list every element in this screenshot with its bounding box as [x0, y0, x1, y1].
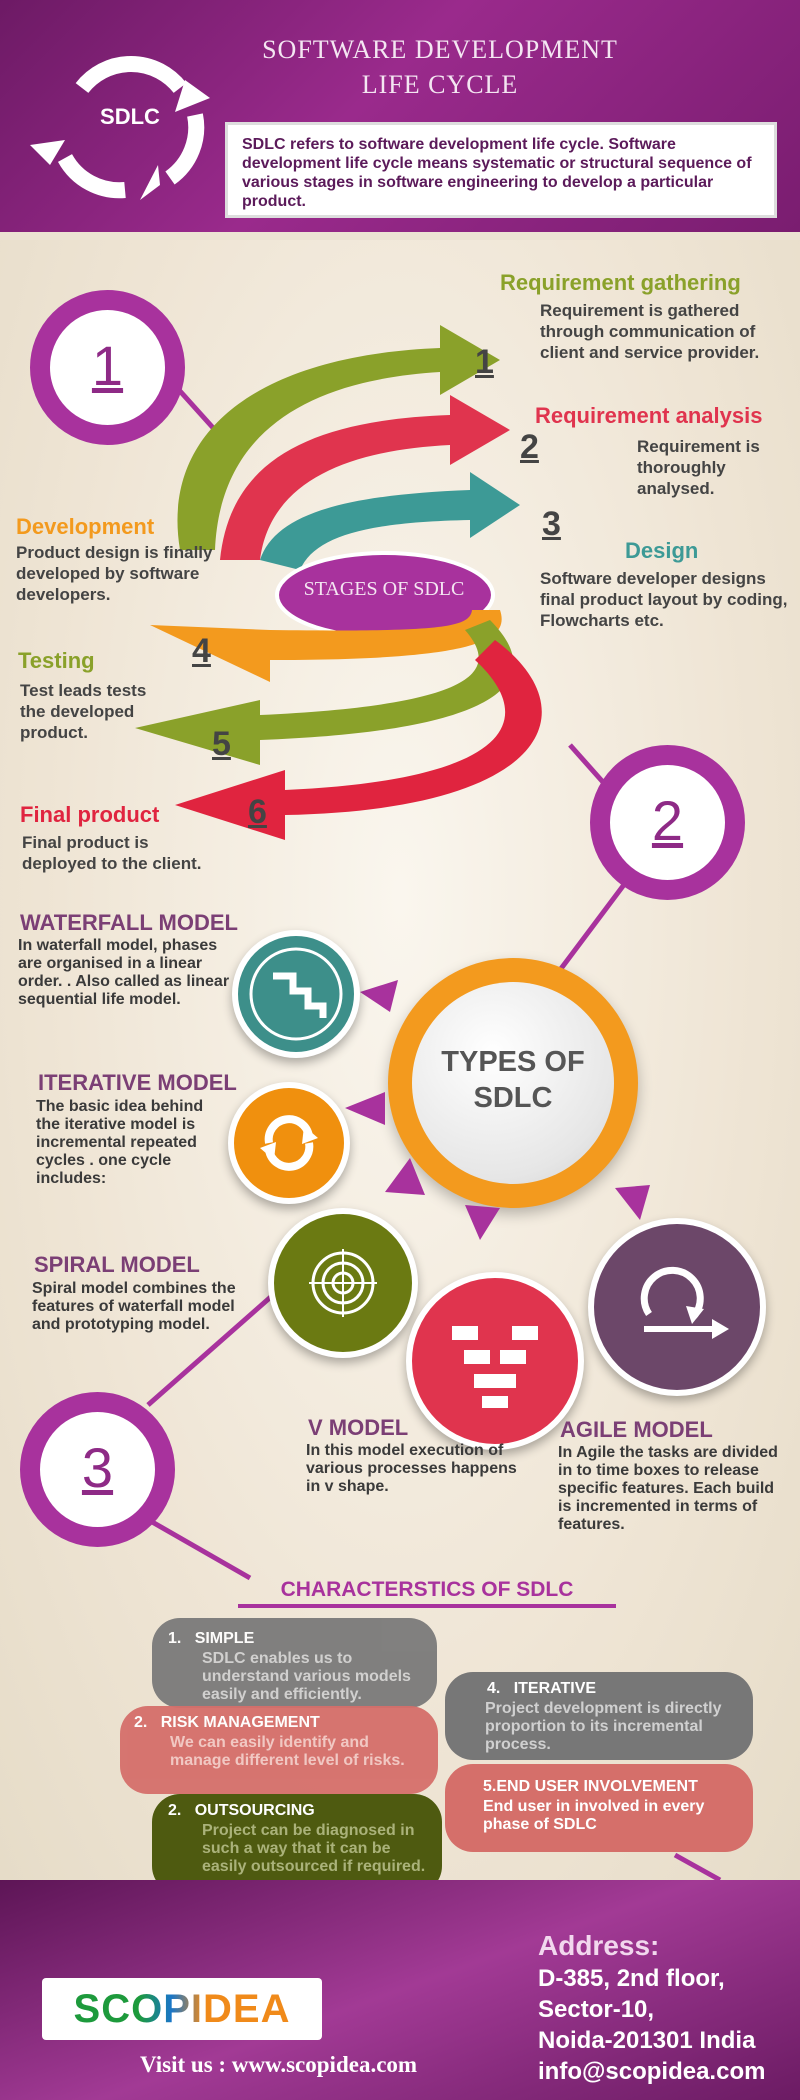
stage-title-requirement-gathering: Requirement gathering: [500, 270, 741, 295]
model-title-waterfall: WATERFALL MODEL: [20, 910, 238, 935]
types-center-line-1: TYPES OF: [441, 1046, 585, 1078]
characteristic-desc: SDLC enables us to understand various mo…: [202, 1650, 411, 1703]
iterative-model-badge: [228, 1082, 350, 1204]
address-line-2: Sector-10,: [538, 1996, 655, 2023]
characteristic-desc: We can easily identify and manage differ…: [170, 1734, 405, 1769]
characteristics-heading: CHARACTERSTICS OF SDLC: [238, 1578, 616, 1608]
stage-title-development: Development: [16, 514, 155, 539]
characteristic-end-user-involvement: 5.END USER INVOLVEMENT End user in invol…: [445, 1764, 753, 1852]
flowchart-icon: [452, 1326, 538, 1408]
page-title: SOFTWARE DEVELOPMENT LIFE CYCLE: [230, 32, 650, 102]
arrow-number-1: 1: [475, 343, 494, 381]
arrow-number-2: 2: [520, 428, 539, 466]
characteristic-title: SIMPLE: [194, 1630, 255, 1647]
v-model-badge: [406, 1272, 584, 1450]
model-desc-spiral: Spiral model combines the features of wa…: [32, 1280, 236, 1333]
title-line-1: SOFTWARE DEVELOPMENT: [262, 35, 618, 64]
address-line-1: D-385, 2nd floor,: [538, 1965, 725, 1992]
types-center-disc: TYPES OF SDLC: [412, 982, 614, 1184]
arrow-number-3: 3: [542, 505, 561, 543]
characteristic-simple: 1. SIMPLE SDLC enables us to understand …: [152, 1618, 437, 1708]
stage-title-design: Design: [625, 538, 699, 563]
arrow-number-5: 5: [212, 725, 231, 763]
address-label: Address:: [538, 1930, 660, 1961]
loop-arrow-icon: [640, 1266, 729, 1339]
characteristic-desc: Project can be diagnosed in such a way t…: [202, 1822, 426, 1875]
stages-arrows-graphic: [135, 325, 542, 840]
characteristic-desc: End user in involved in every phase of S…: [483, 1798, 705, 1833]
arrow-number-4: 4: [192, 632, 211, 670]
model-desc-waterfall: In waterfall model, phases are organised…: [18, 937, 230, 1008]
stage-desc-testing: Test leads tests the developed product.: [20, 681, 147, 742]
model-title-spiral: SPIRAL MODEL: [34, 1252, 200, 1277]
stage-desc-design: Software developer designs final product…: [540, 569, 788, 630]
visit-link[interactable]: Visit us : www.scopidea.com: [140, 2052, 418, 2077]
spiral-icon: [309, 1249, 377, 1317]
characteristic-title: OUTSOURCING: [194, 1802, 315, 1819]
characteristic-title: 5.END USER INVOLVEMENT: [483, 1778, 698, 1795]
stairs-icon: [249, 947, 343, 1041]
model-desc-iterative: The basic idea behind the iterative mode…: [36, 1098, 204, 1187]
characteristic-desc: Project development is directly proporti…: [485, 1700, 722, 1753]
email-link[interactable]: info@scopidea.com: [538, 2058, 766, 2085]
characteristic-outsourcing: 2. OUTSOURCING Project can be diagnosed …: [152, 1794, 442, 1894]
sdlc-cycle-logo-icon: [30, 55, 210, 200]
pointer-triangles: [345, 980, 650, 1240]
agile-model-badge: [588, 1218, 766, 1396]
logo-label: SDLC: [100, 104, 160, 129]
title-line-2: LIFE CYCLE: [361, 70, 519, 99]
stage-desc-development: Product design is finally developed by s…: [16, 543, 213, 604]
stage-title-requirement-analysis: Requirement analysis: [535, 403, 763, 428]
model-desc-v: In this model execution of various proce…: [306, 1442, 517, 1495]
model-title-iterative: ITERATIVE MODEL: [38, 1070, 237, 1095]
model-title-agile: AGILE MODEL: [560, 1417, 713, 1442]
stage-title-final-product: Final product: [20, 802, 160, 827]
waterfall-model-badge: [232, 930, 360, 1058]
stage-desc-requirement-analysis: Requirement is thoroughly analysed.: [637, 437, 760, 498]
stage-desc-final-product: Final product is deployed to the client.: [22, 833, 202, 873]
characteristic-number: 2.: [168, 1802, 182, 1819]
address-line-3: Noida-201301 India: [538, 2027, 756, 2054]
characteristic-number: 2.: [134, 1714, 148, 1731]
model-title-v: V MODEL: [308, 1415, 409, 1440]
model-desc-agile: In Agile the tasks are divided in to tim…: [558, 1444, 778, 1533]
types-center-line-2: SDLC: [473, 1082, 553, 1114]
intro-text: SDLC refers to software development life…: [225, 122, 777, 218]
characteristic-risk-management: 2. RISK MANAGEMENT We can easily identif…: [120, 1706, 438, 1794]
stage-desc-requirement-gathering: Requirement is gathered through communic…: [540, 301, 760, 362]
stages-center-label: STAGES OF SDLC: [303, 578, 465, 600]
characteristic-number: 4.: [487, 1680, 501, 1697]
characteristic-iterative: 4. ITERATIVE Project development is dire…: [445, 1672, 753, 1760]
section-number-2: 2: [590, 745, 745, 900]
arrow-number-6: 6: [248, 793, 267, 831]
characteristic-number: 1.: [168, 1630, 182, 1647]
stage-title-testing: Testing: [18, 648, 95, 673]
section-number-3: 3: [20, 1392, 175, 1547]
brand-name: SCOPIDEA: [73, 1987, 291, 2031]
scopidea-logo: SCOPIDEA: [42, 1978, 322, 2040]
spiral-model-badge: [268, 1208, 418, 1358]
characteristic-title: ITERATIVE: [513, 1680, 597, 1697]
characteristic-title: RISK MANAGEMENT: [160, 1714, 320, 1731]
cycle-icon: [260, 1115, 318, 1171]
